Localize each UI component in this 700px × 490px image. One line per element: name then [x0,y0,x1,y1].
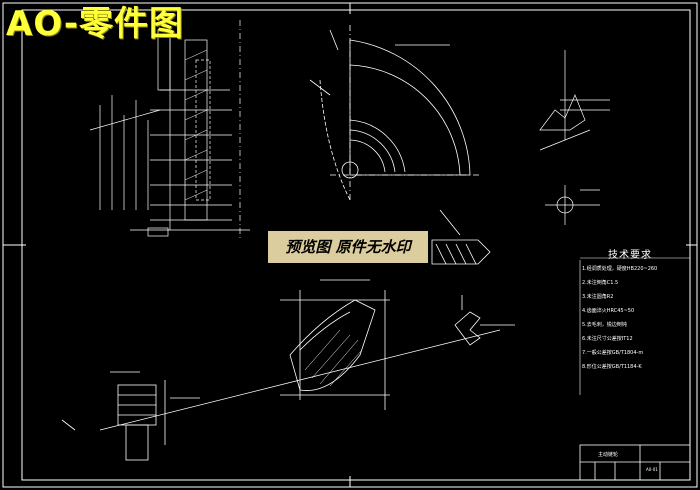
tech-requirements-list: 1.经调质处理，硬度HB220~260 2.未注倒角C1.5 3.未注圆角R2 … [582,262,692,374]
tech-requirement-item: 2.未注倒角C1.5 [582,280,619,286]
shaft-section-view [89,20,250,240]
sprocket-quarter-view [309,25,480,201]
title-block [579,444,691,481]
drawing-title-overlay: AO-零件图 [6,4,184,44]
tech-requirement-item: 3.未注圆角R2 [582,294,614,300]
roller-detail [431,209,491,265]
tech-requirement-item: 4.齿面淬火HRC45~50 [582,308,635,314]
gear-block-view [61,371,200,461]
tooth-slot-hatch [304,329,363,387]
title-block-drawing-code: A0-01 [646,467,658,472]
title-block-part-name: 主动链轮 [598,452,619,458]
tech-requirement-item: 5.去毛刺，锐边倒钝 [582,322,627,328]
tech-requirement-item: 1.经调质处理，硬度HB220~260 [582,266,658,272]
tech-requirement-item: 8.形位公差按GB/T1184-K [582,364,642,370]
tooth-profile-detail [539,50,610,225]
tech-requirements-frame [579,257,690,395]
tooth-slot-section [99,279,501,431]
chain-link-detail [454,295,515,346]
shaft-hatch [184,49,208,201]
tech-requirements-title: 技术要求 [608,250,652,261]
tech-requirement-item: 6.未注尺寸公差按IT12 [582,336,633,342]
tech-requirement-item: 7.一般公差按GB/T1804-m [582,350,644,356]
preview-watermark-badge: 预览图 原件无水印 [268,231,428,263]
